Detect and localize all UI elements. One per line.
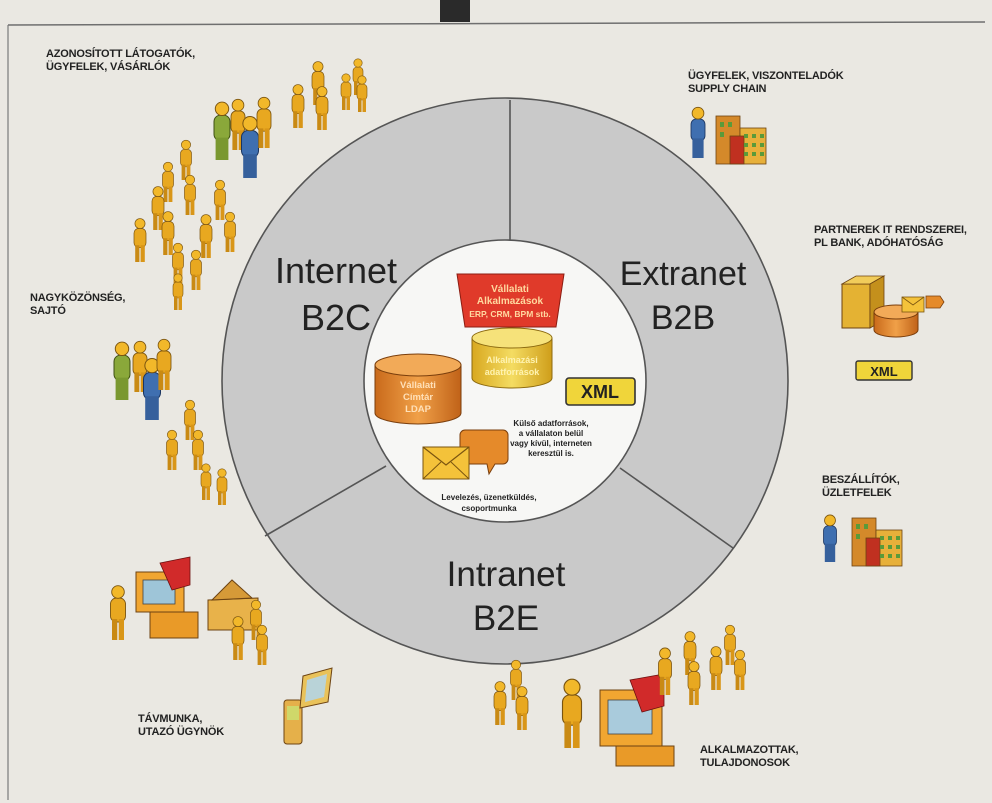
external-line1: Külső adatforrások, — [513, 419, 588, 428]
b2c-line2: B2C — [301, 297, 371, 338]
db-line1: Alkalmazási — [486, 355, 538, 365]
employees-line1: ALKALMAZOTTAK, — [700, 744, 799, 756]
remote-work-icon — [109, 556, 333, 745]
ldap-line2: Címtár — [403, 392, 433, 403]
b2e-line2: B2E — [473, 599, 539, 638]
apps-line1: Vállalati — [491, 284, 529, 295]
ldap-line3: LDAP — [405, 404, 432, 415]
partners-it-icon — [840, 275, 945, 381]
ldap-directory-db — [374, 353, 462, 425]
public-people-icon — [113, 338, 228, 506]
app-datasources-db — [471, 327, 553, 389]
visitors-line2: ÜGYFELEK, VÁSÁRLÓK — [46, 61, 171, 73]
remote-line1: TÁVMUNKA, — [138, 713, 203, 725]
remote-line2: UTAZÓ ÜGYNÖK — [138, 726, 225, 738]
visitors-line1: AZONOSÍTOTT LÁTOGATÓK, — [46, 48, 195, 60]
b2e-line1: Intranet — [447, 555, 566, 594]
apps-line3: ERP, CRM, BPM stb. — [469, 309, 551, 319]
external-line3: vagy kívül, interneten — [510, 439, 592, 448]
employees-icon — [493, 624, 747, 767]
customers-line2: SUPPLY CHAIN — [688, 83, 767, 95]
external-line2: a vállalaton belül — [519, 429, 583, 438]
b2b-line1: Extranet — [620, 255, 747, 293]
suppliers-line1: BESZÁLLÍTÓK, — [822, 474, 900, 486]
partners-xml-label: XML — [870, 364, 898, 379]
enterprise-apps-box — [456, 273, 565, 328]
public-label: NAGYKÖZÖNSÉG, SAJTÓ — [30, 292, 125, 318]
customers-line1: ÜGYFELEK, VISZONTELADÓK — [688, 70, 844, 82]
suppliers-line2: ÜZLETFELEK — [822, 487, 892, 499]
apps-line2: Alkalmazások — [477, 296, 544, 307]
customers-label: ÜGYFELEK, VISZONTELADÓK SUPPLY CHAIN — [688, 70, 844, 96]
employees-label: ALKALMAZOTTAK, TULAJDONOSOK — [700, 744, 799, 770]
b2b-line2: B2B — [651, 299, 715, 337]
suppliers-icon — [823, 514, 903, 567]
external-line4: keresztül is. — [528, 449, 574, 458]
partners-line2: PL BANK, ADÓHATÓSÁG — [814, 237, 944, 249]
customers-icon — [690, 106, 767, 165]
b2c-line1: Internet — [275, 250, 397, 291]
xml-box — [565, 377, 636, 406]
public-line1: NAGYKÖZÖNSÉG, — [30, 292, 126, 304]
messaging-line1: Levelezés, üzenetküldés, — [441, 493, 536, 502]
suppliers-label: BESZÁLLÍTÓK, ÜZLETFELEK — [822, 474, 900, 500]
messaging-line2: csoportmunka — [461, 504, 517, 513]
ldap-line1: Vállalati — [400, 380, 436, 391]
remote-label: TÁVMUNKA, UTAZÓ ÜGYNÖK — [138, 713, 224, 739]
partners-label: PARTNEREK IT RENDSZEREI, PL BANK, ADÓHAT… — [814, 224, 967, 250]
partners-line1: PARTNEREK IT RENDSZEREI, — [814, 224, 967, 236]
db-line2: adatforrások — [485, 367, 541, 377]
crowd-icon — [133, 139, 237, 311]
messaging-icon — [422, 429, 509, 480]
visitors-label: AZONOSÍTOTT LÁTOGATÓK, ÜGYFELEK, VÁSÁRLÓ… — [46, 48, 195, 74]
visitors-people-icon — [213, 58, 368, 178]
public-line2: SAJTÓ — [30, 305, 66, 317]
xml-label: XML — [581, 382, 619, 402]
employees-line2: TULAJDONOSOK — [700, 757, 790, 769]
